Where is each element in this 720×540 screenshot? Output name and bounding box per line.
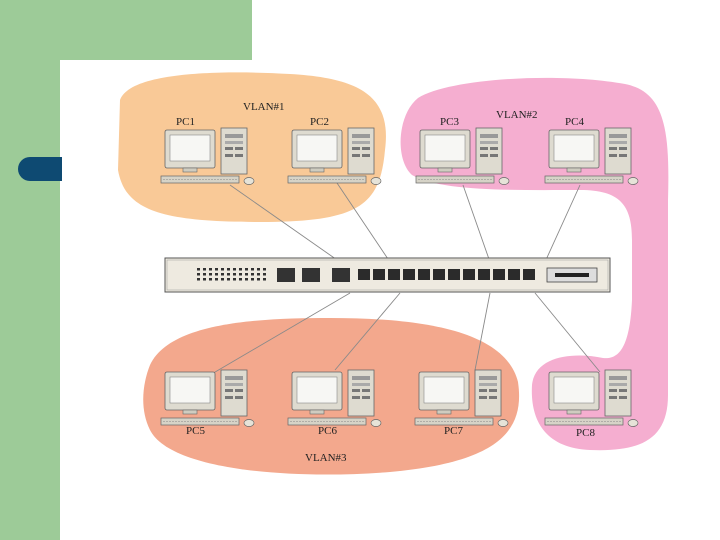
switch-ethernet-port (433, 269, 445, 280)
switch-ethernet-port (448, 269, 460, 280)
switch-led (239, 268, 242, 271)
switch-ethernet-port (463, 269, 475, 280)
switch-led (233, 273, 236, 276)
switch-uplink-port (332, 268, 350, 282)
switch-led (215, 268, 218, 271)
switch-led (257, 278, 260, 281)
switch-led (257, 268, 260, 271)
switch-led (203, 278, 206, 281)
vlan1-label: VLAN#1 (243, 101, 285, 113)
pc6-label: PC6 (318, 425, 337, 437)
switch-led (245, 273, 248, 276)
switch-ethernet-port (358, 269, 370, 280)
switch-ethernet-port (493, 269, 505, 280)
switch-led (263, 273, 266, 276)
switch-ethernet-port (403, 269, 415, 280)
network-switch-icon (164, 257, 611, 293)
switch-led (239, 278, 242, 281)
switch-led (245, 278, 248, 281)
link-pc3 (462, 184, 491, 263)
switch-led (209, 278, 212, 281)
link-pc4 (544, 184, 581, 263)
slide-green-header-block (0, 0, 252, 60)
switch-led (197, 268, 200, 271)
pc3-label: PC3 (440, 116, 459, 128)
switch-led (227, 278, 230, 281)
switch-ethernet-port (523, 269, 535, 280)
switch-led (251, 268, 254, 271)
switch-led (221, 273, 224, 276)
pc1-label: PC1 (176, 116, 195, 128)
switch-led (245, 268, 248, 271)
vlan3-label: VLAN#3 (305, 452, 347, 464)
switch-led (203, 273, 206, 276)
switch-led (263, 278, 266, 281)
switch-led (227, 268, 230, 271)
switch-uplink-port (277, 268, 295, 282)
vlan1-area (118, 72, 386, 222)
pc4-label: PC4 (565, 116, 584, 128)
connection-lines (209, 179, 601, 376)
link-pc2 (334, 179, 391, 263)
switch-led (221, 268, 224, 271)
switch-ethernet-port (478, 269, 490, 280)
link-pc6 (334, 292, 401, 371)
switch-led (251, 273, 254, 276)
slide-green-sidebar (0, 0, 60, 540)
pc8-label: PC8 (576, 427, 595, 439)
switch-ethernet-port (388, 269, 400, 280)
pc2-label: PC2 (310, 116, 329, 128)
slide-bullet-marker (18, 157, 62, 181)
switch-led (197, 273, 200, 276)
switch-ethernet-port (418, 269, 430, 280)
switch-led (263, 268, 266, 271)
switch-led (203, 268, 206, 271)
vlan2-label: VLAN#2 (496, 109, 538, 121)
switch-led (251, 278, 254, 281)
switch-led (257, 273, 260, 276)
switch-led (221, 278, 224, 281)
link-pc8 (534, 292, 601, 373)
switch-ethernet-port (373, 269, 385, 280)
link-pc5 (209, 292, 351, 376)
switch-led (209, 273, 212, 276)
switch-led (227, 273, 230, 276)
switch-led (209, 268, 212, 271)
switch-uplink-port (302, 268, 320, 282)
link-pc1 (229, 184, 341, 263)
switch-led (215, 278, 218, 281)
link-pc7 (474, 292, 491, 371)
switch-led (215, 273, 218, 276)
switch-ethernet-port (508, 269, 520, 280)
switch-led (233, 268, 236, 271)
switch-led (233, 278, 236, 281)
vlan2-area (400, 77, 669, 451)
pc7-label: PC7 (444, 425, 463, 437)
switch-led (239, 273, 242, 276)
switch-led (197, 278, 200, 281)
pc5-label: PC5 (186, 425, 205, 437)
